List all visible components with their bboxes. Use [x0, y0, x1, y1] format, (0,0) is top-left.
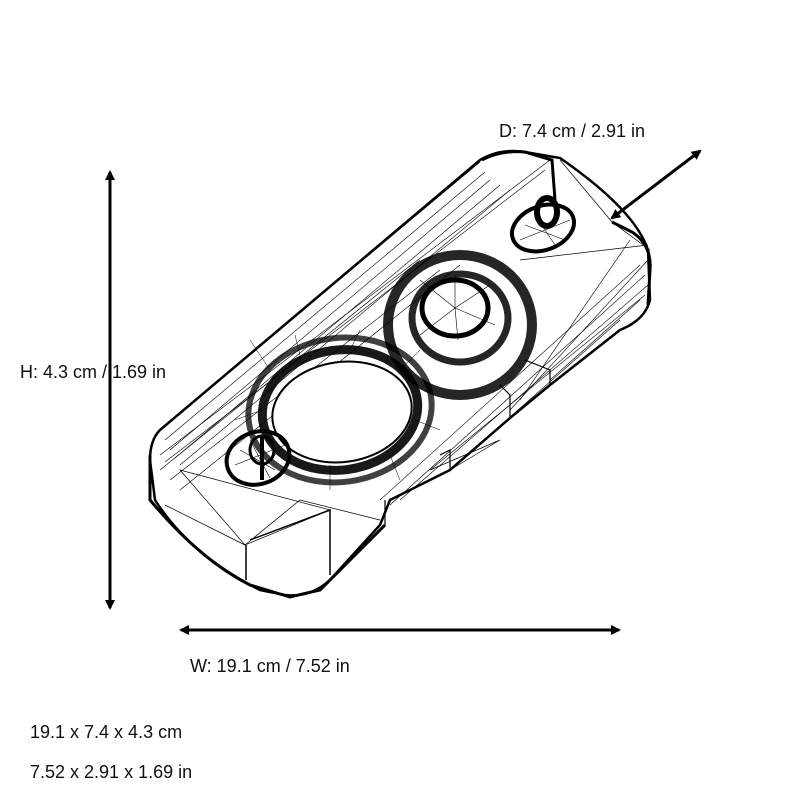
summary-imperial: 7.52 x 2.91 x 1.69 in: [30, 762, 193, 782]
depth-arrow: [610, 149, 702, 220]
summary-metric: 19.1 x 7.4 x 4.3 cm: [30, 722, 183, 742]
wireframe-model: [148, 149, 652, 599]
width-label: W: 19.1 cm / 7.52 in: [190, 656, 350, 676]
depth-label: D: 7.4 cm / 2.91 in: [499, 121, 646, 141]
height-label: H: 4.3 cm / 1.69 in: [20, 362, 167, 382]
